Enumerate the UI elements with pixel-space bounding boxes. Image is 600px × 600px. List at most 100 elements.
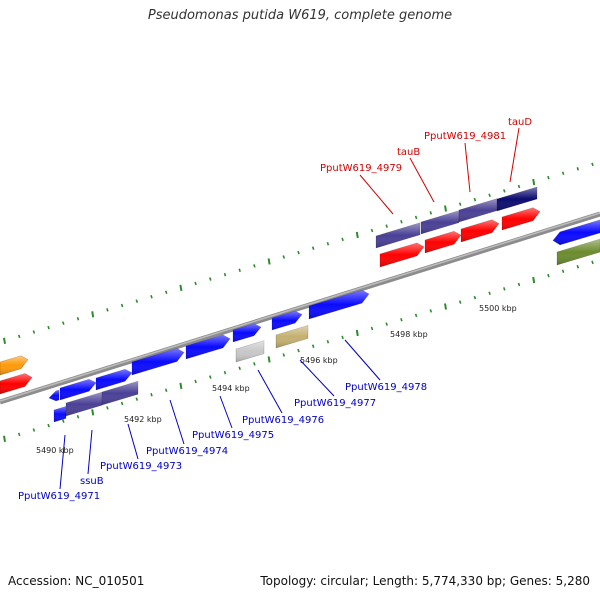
tick-mark-outer (164, 290, 168, 295)
tick-mark-inner (179, 382, 183, 390)
tick-mark-outer (517, 184, 521, 189)
gene-label-ssub: ssuB (80, 476, 104, 487)
leader-line-bottom-6 (257, 369, 283, 414)
tick-mark-outer (223, 272, 227, 277)
tick-mark-outer (355, 231, 359, 239)
kbp-label-5490: 5490 kbp (36, 446, 74, 455)
gene-label-pputw619-4971: PputW619_4971 (18, 491, 100, 502)
gene-pputw619-4977-shading (276, 325, 308, 348)
kbp-label-5494: 5494 kbp (212, 384, 250, 393)
genome-summary-text: Topology: circular; Length: 5,774,330 bp… (260, 574, 590, 588)
gene-label-pputw619-4979: PputW619_4979 (320, 163, 402, 174)
gene-pputw619-4981-shading (459, 198, 497, 222)
tick-mark-inner (414, 313, 418, 318)
tick-mark-outer (135, 299, 139, 303)
gene-label-pputw619-4974: PputW619_4974 (146, 446, 228, 457)
tick-mark-inner (282, 353, 286, 357)
tick-mark-outer (400, 219, 403, 224)
leader-line-bottom-2 (87, 429, 93, 475)
kbp-label-5496: 5496 kbp (300, 356, 338, 365)
tick-mark-outer (106, 308, 109, 312)
gene-features (0, 186, 600, 423)
leader-line-bottom-4 (169, 399, 185, 445)
tick-mark-inner (576, 265, 580, 269)
tick-mark-outer (62, 321, 65, 325)
tick-mark-inner (488, 291, 491, 296)
gene-label-taub: tauB (397, 147, 420, 158)
tick-mark-inner (3, 435, 6, 442)
tick-mark-inner (326, 340, 330, 344)
tick-mark-outer (209, 277, 212, 281)
gene-blue-g-shading (309, 290, 369, 319)
tick-mark-inner (561, 269, 565, 273)
gene-red-1-shading (380, 242, 424, 267)
tick-mark-outer (120, 303, 124, 308)
tick-mark-outer (311, 246, 315, 250)
tick-mark-inner (547, 273, 550, 278)
gene-blue-c-shading (132, 348, 184, 375)
gene-red-4-shading (502, 207, 540, 230)
tick-mark-inner (429, 309, 433, 313)
tick-mark-inner (17, 432, 21, 437)
gene-taub-shading (421, 210, 459, 234)
label-leader-lines (59, 127, 520, 490)
leader-line-bottom-7 (299, 359, 335, 397)
tick-mark-outer (297, 250, 300, 255)
gene-pputw619-4976-shading (236, 340, 264, 362)
tick-mark-outer (503, 189, 506, 193)
tick-mark-outer (179, 284, 183, 292)
gene-label-pputw619-4976: PputW619_4976 (242, 415, 324, 426)
tick-mark-outer (17, 334, 21, 339)
accession-text: Accession: NC_010501 (8, 574, 145, 588)
gene-label-pputw619-4978: PputW619_4978 (345, 382, 427, 393)
kbp-label-5492: 5492 kbp (124, 415, 162, 424)
tick-mark-inner (503, 287, 506, 291)
tick-marks-inner (3, 260, 594, 442)
tick-mark-outer (561, 171, 565, 175)
genome-backbone (0, 211, 600, 405)
tick-mark-inner (223, 370, 227, 375)
gene-label-pputw619-4981: PputW619_4981 (424, 131, 506, 142)
tick-mark-inner (341, 335, 344, 340)
gene-red-3-shading (461, 219, 499, 242)
leader-line-top-3 (464, 142, 471, 193)
tick-mark-inner (135, 397, 139, 401)
tick-mark-outer (326, 242, 330, 246)
kbp-label-5500: 5500 kbp (479, 304, 517, 313)
tick-mark-inner (150, 392, 153, 397)
tick-mark-inner (62, 419, 65, 423)
tick-mark-inner (47, 423, 50, 428)
leader-line-top-2 (409, 157, 435, 203)
tick-mark-outer (91, 311, 95, 318)
tick-mark-inner (517, 282, 521, 287)
tick-mark-outer (429, 211, 433, 215)
gene-blue-a-shading (60, 379, 96, 400)
tick-mark-outer (591, 162, 594, 167)
tick-mark-inner (355, 329, 359, 337)
leader-line-bottom-5 (219, 395, 233, 429)
gene-blue-e-shading (233, 323, 261, 342)
gene-label-taud: tauD (508, 117, 532, 128)
tick-mark-inner (267, 356, 271, 363)
tick-mark-outer (253, 264, 256, 268)
leader-line-top-4 (509, 127, 520, 183)
kbp-label-5498: 5498 kbp (390, 330, 428, 339)
leader-line-bottom-8 (344, 339, 381, 381)
tick-mark-inner (91, 409, 95, 416)
gene-label-pputw619-4973: PputW619_4973 (100, 461, 182, 472)
tick-mark-outer (458, 202, 462, 206)
tick-mark-outer (150, 294, 153, 299)
gene-pputw619-4973-shading (102, 381, 138, 405)
tick-marks-outer (3, 162, 594, 344)
gene-pputw619-4971-shading (54, 406, 66, 422)
gene-orange-left-edge-shading (0, 355, 28, 375)
tick-mark-outer (488, 193, 491, 198)
gene-red-2-shading (425, 231, 461, 253)
tick-mark-outer (3, 337, 6, 344)
tick-mark-outer (238, 268, 241, 272)
tick-mark-inner (76, 414, 80, 419)
gene-red-left-edge-shading (0, 373, 32, 394)
gene-label-pputw619-4977: PputW619_4977 (294, 398, 376, 409)
gene-blue-f-shading (272, 311, 302, 330)
tick-mark-outer (385, 224, 388, 228)
